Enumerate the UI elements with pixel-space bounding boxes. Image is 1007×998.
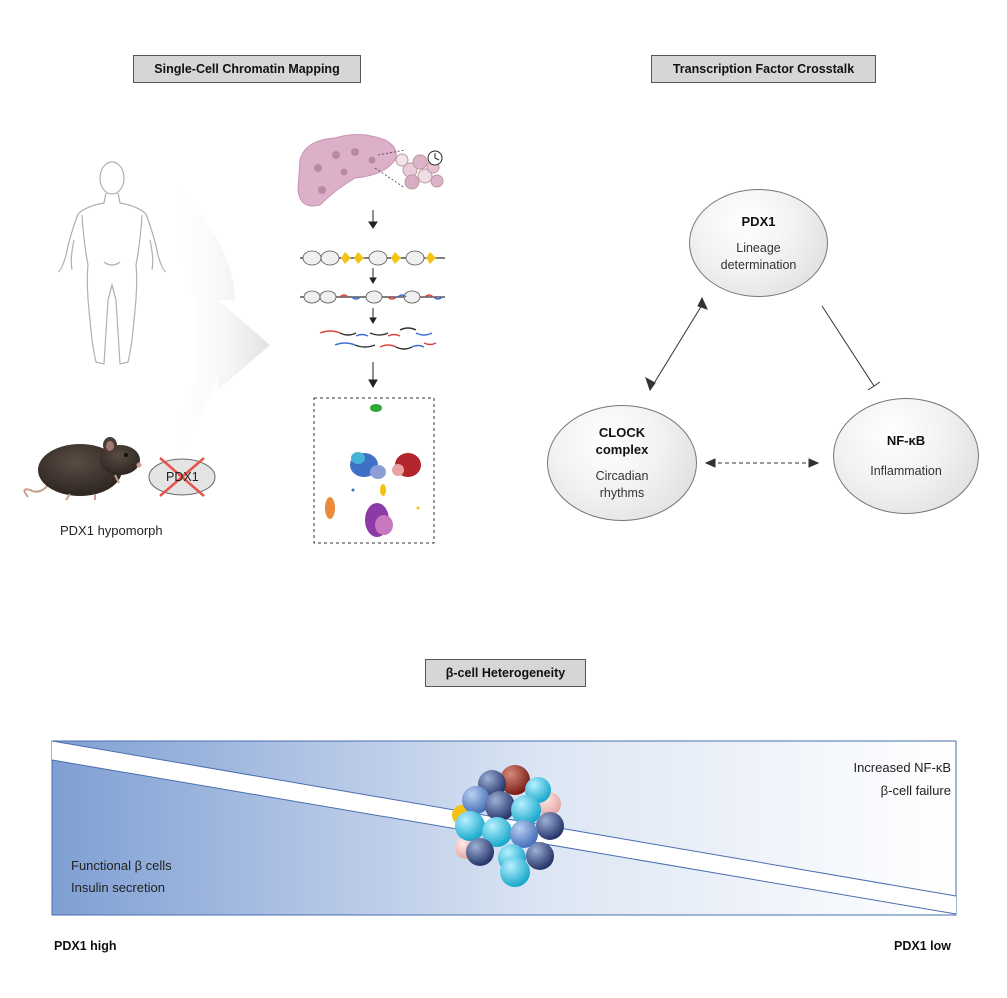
pdx1-knockout-icon — [148, 457, 216, 497]
tagmented-chromatin — [300, 290, 445, 304]
header-beta-cell-heterogeneity: β-cell Heterogeneity — [425, 659, 586, 687]
node-pdx1: PDX1 Lineage determination — [689, 189, 828, 297]
gradient-left-line1: Functional β cells — [71, 858, 172, 873]
header-tf-crosstalk: Transcription Factor Crosstalk — [651, 55, 876, 83]
node-clock-title2: complex — [595, 442, 649, 457]
merge-arrow-shape — [170, 180, 270, 470]
network-edges — [645, 296, 881, 468]
node-clock: CLOCK complex Circadian rhythms — [547, 405, 697, 521]
human-figure-icon — [57, 161, 167, 365]
pdx1-knockout-label: PDX1 — [166, 470, 199, 484]
node-nfkb-title: NF-κB — [886, 433, 926, 448]
pancreas-icon — [297, 134, 406, 207]
node-pdx1-line2: determination — [720, 257, 797, 272]
node-nfkb-line1: Inflammation — [870, 464, 942, 478]
chromatin-strand — [300, 250, 445, 266]
gradient-right-line2: β-cell failure — [880, 783, 951, 798]
clock-icon — [427, 150, 443, 166]
mouse-icon — [23, 437, 142, 501]
beta-cell-cluster-icon — [452, 765, 564, 887]
node-clock-line2: rhythms — [599, 486, 645, 500]
node-nfkb: NF-κB Inflammation — [833, 398, 979, 514]
gradient-right-line1: Increased NF-κB — [853, 760, 951, 775]
umap-clusters — [313, 397, 435, 544]
dna-fragments — [319, 327, 437, 350]
node-clock-line1: Circadian — [595, 469, 649, 483]
node-pdx1-line1: Lineage — [736, 240, 781, 255]
mouse-label: PDX1 hypomorph — [60, 523, 163, 538]
process-arrows — [368, 210, 378, 389]
node-clock-title1: CLOCK — [598, 425, 646, 440]
axis-label-pdx1-high: PDX1 high — [54, 939, 117, 953]
axis-label-pdx1-low: PDX1 low — [894, 939, 951, 953]
node-pdx1-title: PDX1 — [741, 213, 776, 229]
gradient-left-line2: Insulin secretion — [71, 880, 165, 895]
header-chromatin-mapping: Single-Cell Chromatin Mapping — [133, 55, 361, 83]
